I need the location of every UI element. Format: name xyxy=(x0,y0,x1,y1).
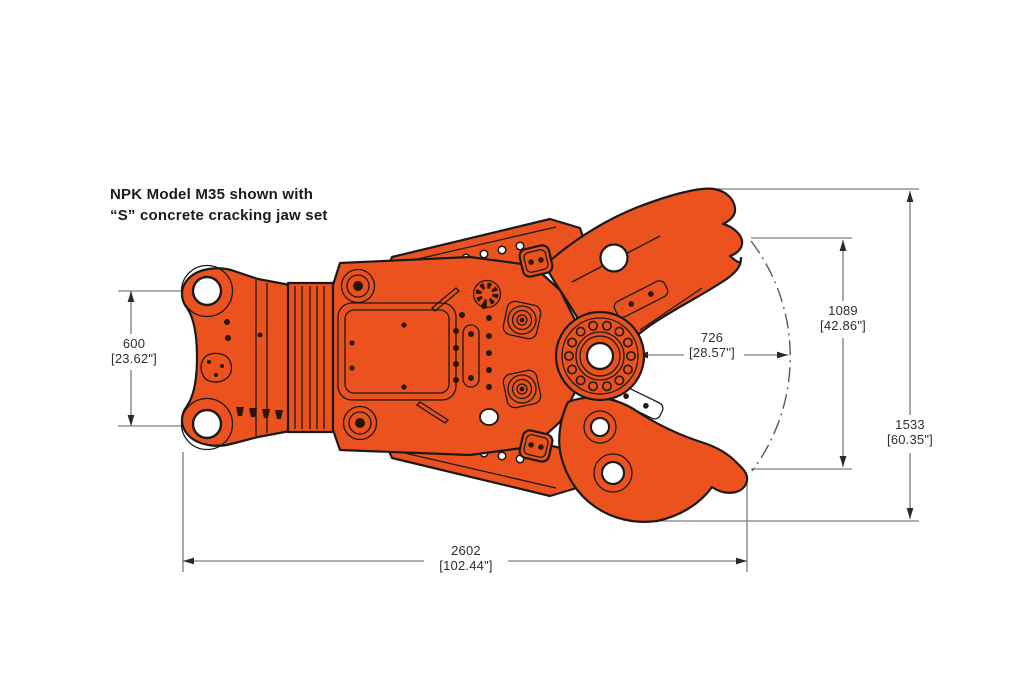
pivot-washer-top xyxy=(502,300,542,340)
dim-label-overall-length: 2602 [102.44"] xyxy=(439,543,492,573)
dimension-overall-height-1533 xyxy=(660,188,919,522)
mounting-bracket xyxy=(180,264,292,451)
bearing-bore xyxy=(585,341,615,371)
lower-jaw xyxy=(558,396,749,523)
body-boss-bottom-left xyxy=(342,405,378,441)
dim-jaw-depth-in: [28.57"] xyxy=(689,345,735,360)
title-line-1: NPK Model M35 shown with xyxy=(110,186,314,203)
mount-pin-hole-bottom xyxy=(191,408,223,440)
lower-jaw-hole xyxy=(600,460,626,486)
drawing-title: NPK Model M35 shown with “S” concrete cr… xyxy=(110,184,328,226)
center-bolt-cluster xyxy=(453,303,492,390)
lower-jaw-boss-hole xyxy=(590,417,610,437)
dimension-jaw-opening-1089 xyxy=(751,237,852,470)
dim-overall-height-in: [60.35"] xyxy=(887,432,933,447)
dim-overall-length-mm: 2602 xyxy=(451,543,481,558)
main-pivot-bearing xyxy=(554,310,646,402)
mount-collar xyxy=(286,281,335,434)
bearing-bolt-circle xyxy=(563,320,636,392)
dim-label-pin-spread: 600 [23.62"] xyxy=(111,336,157,366)
body-oval-hole xyxy=(479,408,499,426)
pivot-washer-bottom xyxy=(502,369,542,409)
vent-tick-marks xyxy=(236,407,283,419)
dim-overall-height-mm: 1533 xyxy=(895,417,925,432)
dim-label-jaw-opening: 1089 [42.86"] xyxy=(820,303,866,333)
main-body xyxy=(331,255,582,457)
dim-jaw-opening-in: [42.86"] xyxy=(820,318,866,333)
spline-gear-bore xyxy=(472,279,502,309)
dim-jaw-opening-mm: 1089 xyxy=(828,303,858,318)
dim-label-jaw-depth: 726 [28.57"] xyxy=(689,330,735,360)
dimension-overall-length-2602 xyxy=(182,452,748,572)
dim-overall-length-in: [102.44"] xyxy=(439,558,493,573)
upper-bumper-pad xyxy=(518,244,554,278)
jaw-opening-arc xyxy=(750,240,791,472)
dim-pin-spread-mm: 600 xyxy=(122,336,146,351)
dim-label-overall-height: 1533 [60.35"] xyxy=(887,417,933,447)
machine-drawing xyxy=(180,187,749,523)
upper-jaw-hole xyxy=(599,243,629,273)
lower-bumper-pad xyxy=(518,429,554,463)
title-line-2: “S” concrete cracking jaw set xyxy=(110,207,328,224)
mount-pin-hole-top xyxy=(191,275,223,307)
dim-pin-spread-in: [23.62"] xyxy=(111,351,157,366)
upper-link-bar xyxy=(613,280,669,318)
body-boss-top-left xyxy=(340,268,376,304)
dim-jaw-depth-mm: 726 xyxy=(700,330,724,345)
